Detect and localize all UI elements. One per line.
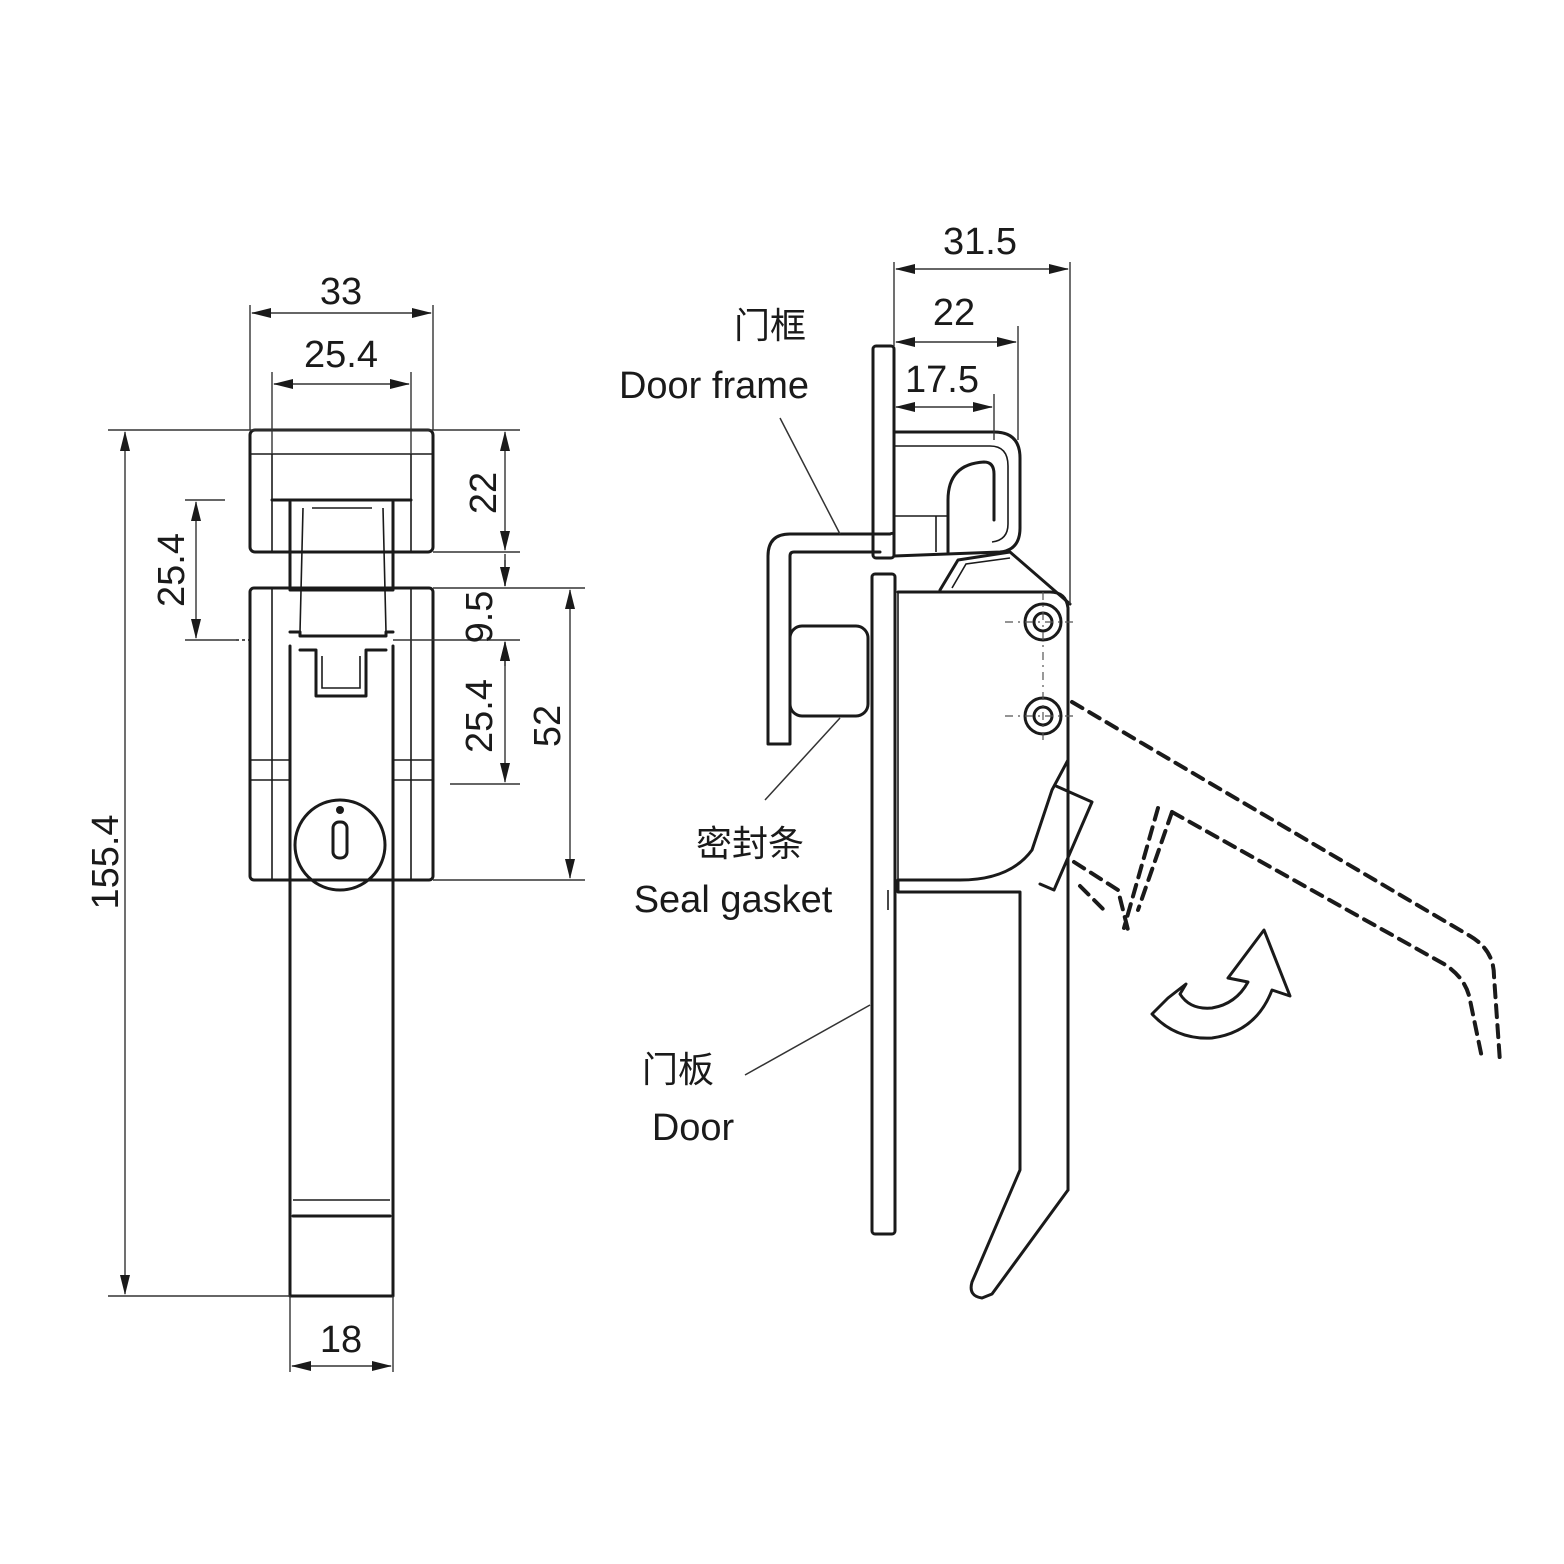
dim-inner-width: 25.4 — [304, 334, 378, 376]
dim-middle: 25.4 — [459, 679, 501, 753]
label-door-en: Door — [652, 1107, 735, 1149]
dim-total-depth: 31.5 — [943, 221, 1017, 263]
label-seal-gasket-cn: 密封条 — [696, 824, 804, 865]
dim-total-height: 155.4 — [85, 814, 127, 909]
front-view: 33 25.4 155.4 25.4 22 9.5 25.4 52 18 — [85, 271, 585, 1372]
label-door-cn: 门板 — [642, 1050, 714, 1091]
dim-overall-width: 33 — [320, 271, 362, 313]
side-view: 31.5 22 17.5 门框 Door frame 密封条 Seal gask… — [619, 221, 1502, 1300]
dim-depth-22: 22 — [933, 292, 975, 334]
dim-depth-17-5: 17.5 — [905, 359, 979, 401]
dim-left-offset: 25.4 — [151, 533, 193, 607]
dim-gap: 9.5 — [459, 591, 501, 644]
dim-top-height: 22 — [463, 472, 505, 514]
dim-handle-width: 18 — [320, 1319, 362, 1361]
dim-body-height: 52 — [527, 705, 569, 747]
label-seal-gasket-en: Seal gasket — [634, 879, 833, 921]
label-door-frame-en: Door frame — [619, 365, 809, 407]
label-door-frame-cn: 门框 — [734, 306, 806, 347]
